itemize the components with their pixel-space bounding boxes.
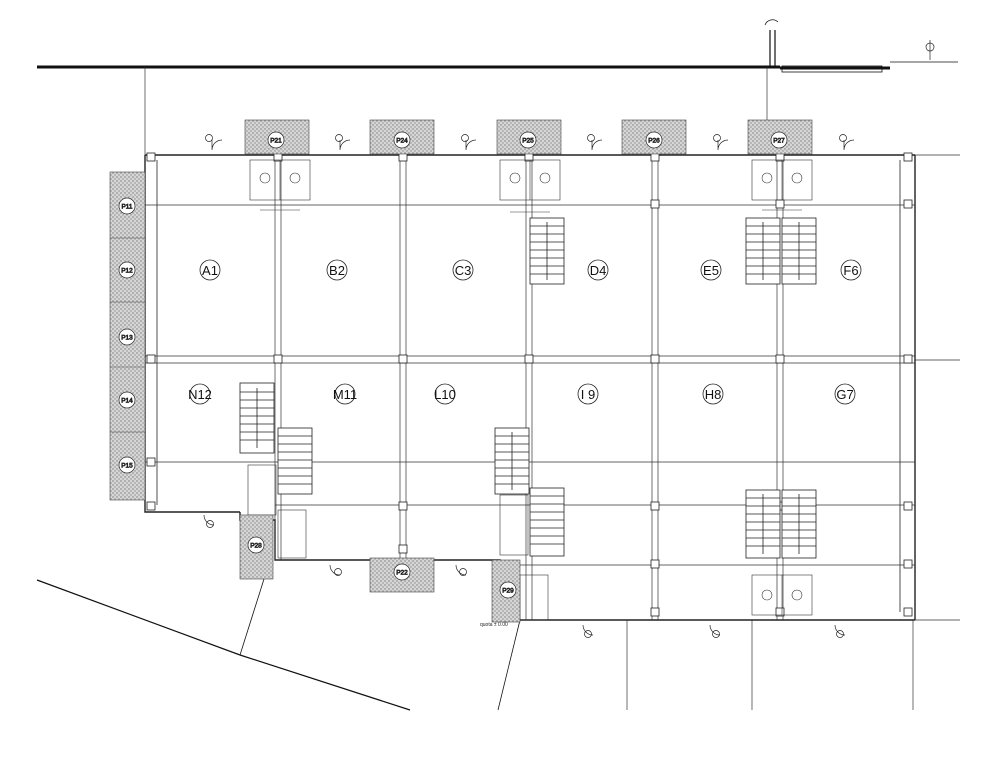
parking-tag-p25: P25 [519, 131, 537, 149]
grid-extensions [144, 67, 960, 710]
parking-tags: P11 P12 P13 P14 P15 P21 P24 P25 P26 P27 … [118, 131, 788, 599]
svg-text:D4: D4 [590, 263, 607, 278]
stair-m11 [277, 427, 313, 495]
svg-text:F6: F6 [843, 263, 858, 278]
parking-tag-p22: P22 [393, 563, 411, 581]
svg-text:L10: L10 [434, 387, 456, 402]
parking-tag-p24: P24 [393, 131, 411, 149]
svg-text:P29: P29 [502, 588, 514, 595]
parking-tag-p26: P26 [645, 131, 663, 149]
svg-text:A1: A1 [202, 263, 218, 278]
stair-e5a [745, 217, 781, 285]
unit-label-b2: B2 [326, 259, 348, 281]
svg-text:E5: E5 [703, 263, 719, 278]
unit-label-g7: G7 [834, 383, 856, 405]
unit-label-h8: H8 [702, 383, 724, 405]
unit-label-d4: D4 [587, 259, 609, 281]
unit-label-c3: C3 [452, 259, 474, 281]
stair-d4 [529, 217, 565, 285]
svg-text:P24: P24 [396, 138, 408, 145]
parking-tag-p27: P27 [770, 131, 788, 149]
level-note: quota ± 0.00 [480, 622, 508, 628]
svg-text:P26: P26 [648, 138, 660, 145]
svg-text:P13: P13 [121, 335, 133, 342]
svg-text:H8: H8 [705, 387, 722, 402]
parking-tag-p28: P28 [247, 536, 265, 554]
svg-text:P12: P12 [121, 268, 133, 275]
unit-label-m11: M11 [333, 383, 357, 405]
svg-text:P22: P22 [396, 570, 408, 577]
parking-spaces [109, 119, 813, 623]
svg-text:N12: N12 [188, 387, 212, 402]
unit-label-i9: I 9 [577, 383, 599, 405]
stair-i9 [494, 427, 530, 495]
stair-e5b [781, 217, 817, 285]
stair-i9b [529, 487, 565, 557]
parking-tag-p15: P15 [118, 456, 136, 474]
svg-text:B2: B2 [329, 263, 345, 278]
svg-text:G7: G7 [836, 387, 853, 402]
parking-tag-p14: P14 [118, 391, 136, 409]
doors [203, 139, 855, 636]
svg-text:P14: P14 [121, 398, 133, 405]
unit-label-l10: L10 [434, 383, 456, 405]
columns [146, 152, 913, 617]
parking-tag-p21: P21 [267, 131, 285, 149]
parking-tag-p13: P13 [118, 328, 136, 346]
svg-text:P11: P11 [121, 204, 132, 211]
svg-text:M11: M11 [333, 387, 357, 402]
parking-tag-p29: P29 [499, 581, 517, 599]
unit-label-f6: F6 [840, 259, 862, 281]
svg-text:C3: C3 [455, 263, 472, 278]
section-markers [205, 40, 935, 638]
unit-label-e5: E5 [700, 259, 722, 281]
stairs [239, 217, 817, 559]
svg-text:P21: P21 [270, 138, 282, 145]
svg-text:P28: P28 [250, 543, 262, 550]
parking-tag-p12: P12 [118, 261, 136, 279]
stair-h8b [781, 489, 817, 559]
parking-tag-p11: P11 [118, 197, 136, 215]
svg-text:P25: P25 [522, 138, 534, 145]
stair-h8a [745, 489, 781, 559]
svg-text:P27: P27 [773, 138, 785, 145]
unit-label-n12: N12 [188, 383, 212, 405]
unit-label-a1: A1 [199, 259, 221, 281]
svg-text:P15: P15 [121, 463, 133, 470]
unit-labels: A1 B2 C3 D4 E5 F6 N12 M11 L10 I 9 H8 G7 [188, 259, 862, 405]
svg-text:I 9: I 9 [581, 387, 595, 402]
stair-n12 [239, 382, 275, 454]
